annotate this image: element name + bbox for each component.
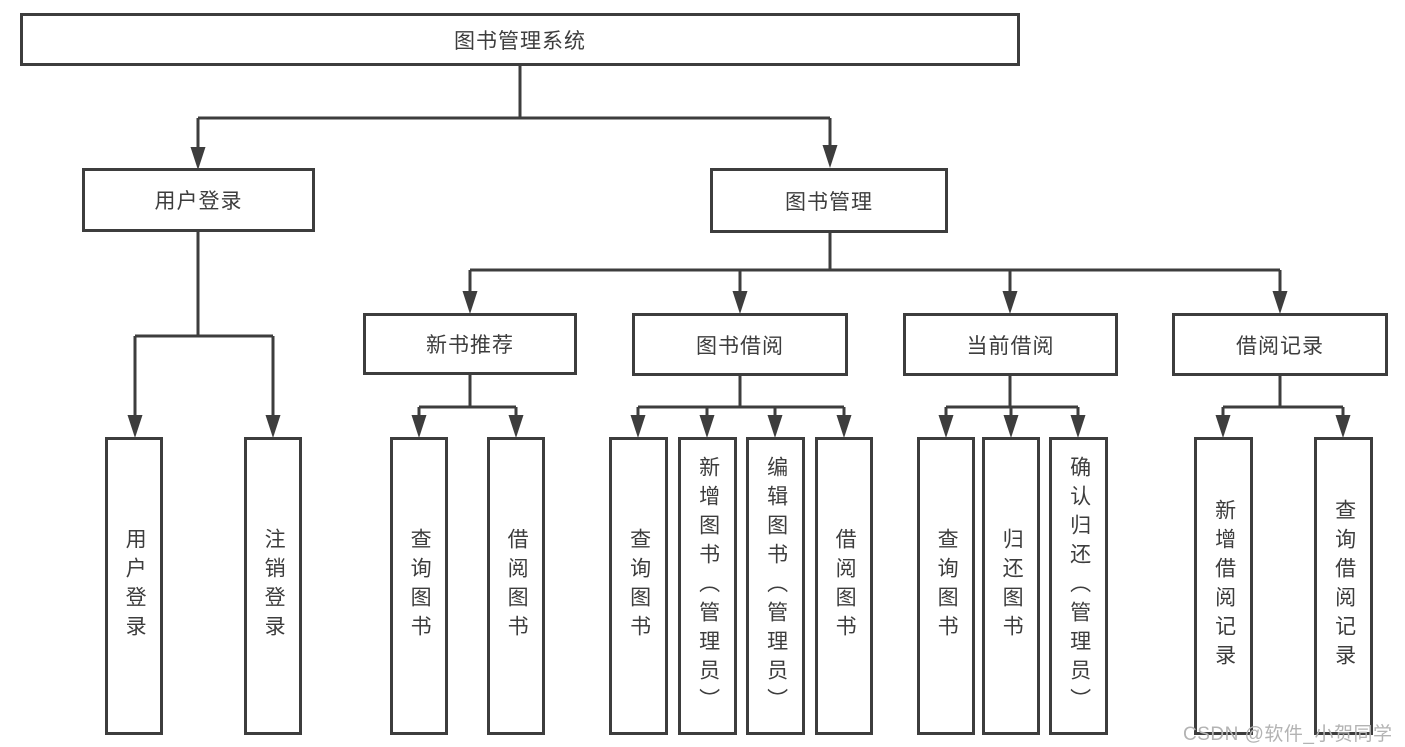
leaf-return-book-label: 归还图书 [1000,528,1024,644]
node-user-login: 用户登录 [82,168,315,232]
leaf-confirm-return-admin-label: 确认归还（管理员） [1067,455,1091,717]
leaf-user-login: 用户登录 [105,437,163,735]
leaf-edit-book-admin-label: 编辑图书（管理员） [764,455,788,717]
leaf-query-book-2: 查询图书 [609,437,668,735]
leaf-edit-book-admin: 编辑图书（管理员） [746,437,805,735]
node-root-label: 图书管理系统 [454,29,586,53]
arrowheads [127,145,1351,438]
leaf-logout: 注销登录 [244,437,302,735]
node-new-book-recommend-label: 新书推荐 [426,334,514,357]
leaf-borrow-book-1-label: 借阅图书 [505,528,529,644]
leaf-add-borrow-record: 新增借阅记录 [1194,437,1253,735]
node-book-borrow-label: 图书借阅 [696,334,784,358]
node-book-management-label: 图书管理 [785,190,873,214]
leaf-query-borrow-record: 查询借阅记录 [1314,437,1373,735]
leaf-borrow-book-2: 借阅图书 [815,437,873,735]
leaf-query-book-3: 查询图书 [917,437,975,735]
node-current-borrow-label: 当前借阅 [966,334,1055,358]
node-book-management: 图书管理 [710,168,948,233]
csdn-watermark: CSDN @软件_小贺同学 [1183,724,1393,745]
node-current-borrow: 当前借阅 [903,313,1118,376]
leaf-query-book-1-label: 查询图书 [408,528,432,644]
node-new-book-recommend: 新书推荐 [363,313,577,375]
leaf-return-book: 归还图书 [982,437,1040,735]
node-borrow-records: 借阅记录 [1172,313,1388,376]
leaf-query-book-2-label: 查询图书 [627,528,651,644]
node-root-library-system: 图书管理系统 [20,13,1020,66]
leaf-add-book-admin: 新增图书（管理员） [678,437,737,735]
leaf-add-book-admin-label: 新增图书（管理员） [696,455,720,717]
leaf-query-book-3-label: 查询图书 [935,528,959,644]
leaf-confirm-return-admin: 确认归还（管理员） [1049,437,1108,735]
leaf-query-book-1: 查询图书 [390,437,448,735]
leaf-borrow-book-2-label: 借阅图书 [833,528,857,644]
leaf-logout-label: 注销登录 [262,528,286,644]
node-book-borrow: 图书借阅 [632,313,848,376]
leaf-borrow-book-1: 借阅图书 [487,437,545,735]
leaf-add-borrow-record-label: 新增借阅记录 [1212,499,1236,673]
leaf-query-borrow-record-label: 查询借阅记录 [1332,499,1356,673]
node-user-login-label: 用户登录 [154,190,243,213]
leaf-user-login-label: 用户登录 [123,528,147,644]
node-borrow-records-label: 借阅记录 [1236,334,1324,358]
